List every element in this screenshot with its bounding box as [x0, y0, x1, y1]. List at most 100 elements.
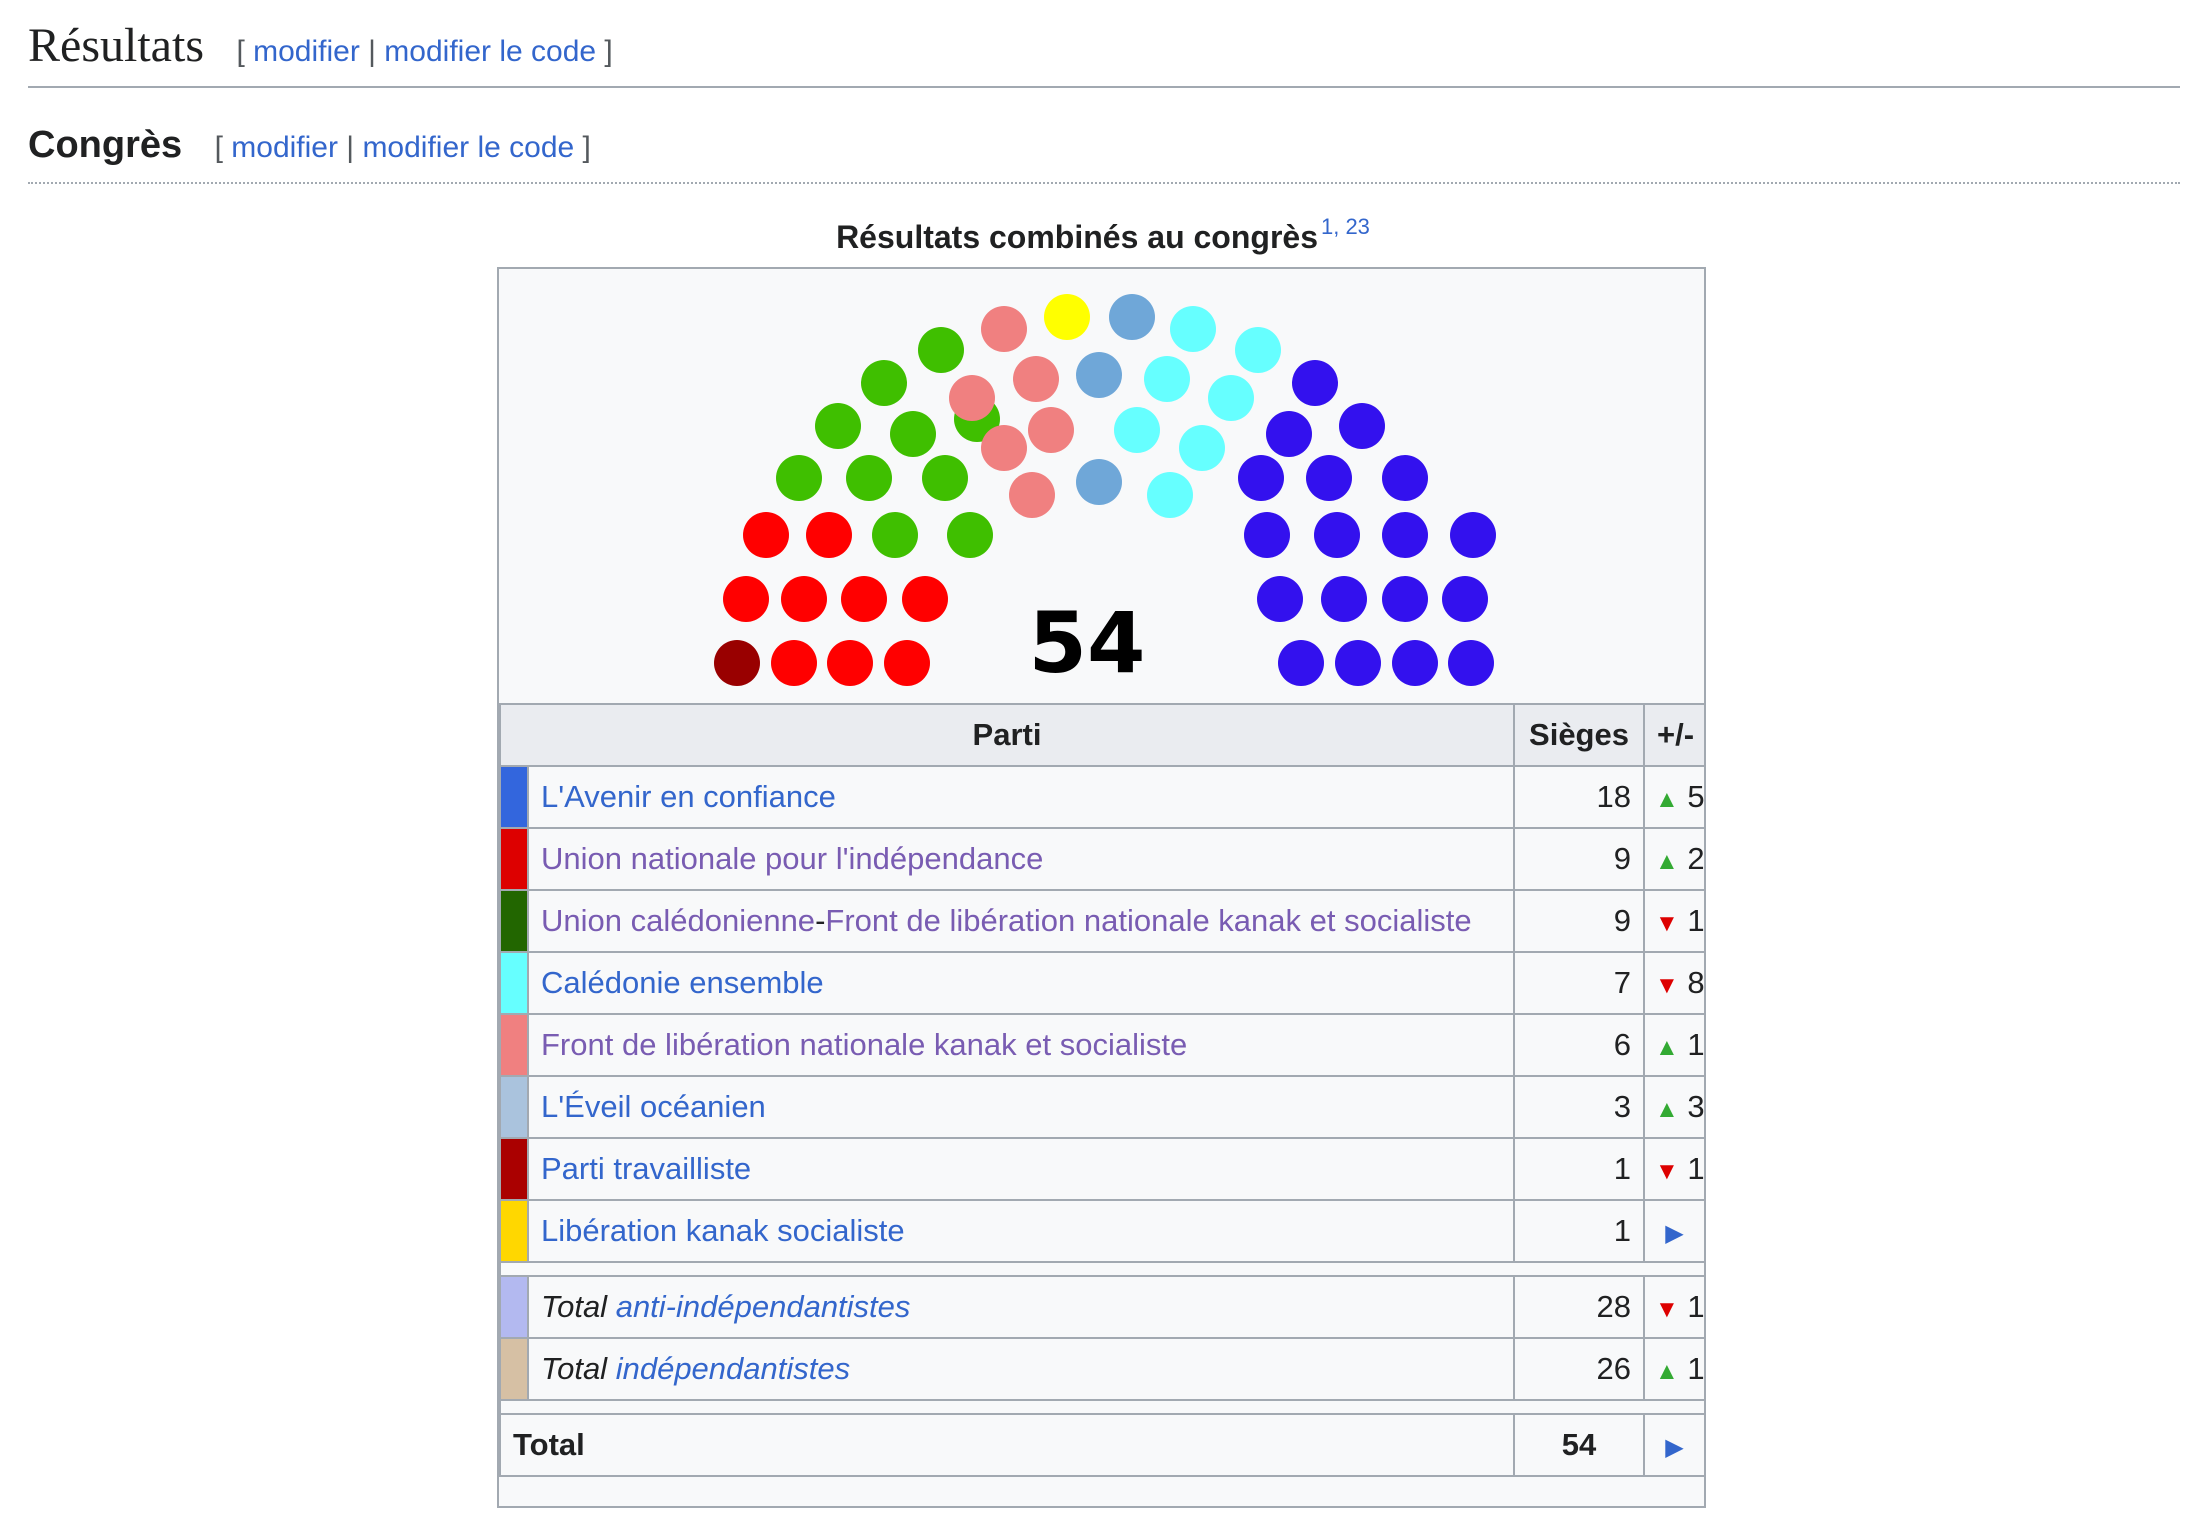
seat-dot: [1076, 459, 1122, 505]
change-cell: ▲ 2: [1643, 827, 1707, 891]
party-color-swatch: [499, 889, 529, 953]
party-color-swatch: [499, 1075, 529, 1139]
seat-dot: [872, 512, 918, 558]
caption-refs-link[interactable]: 1, 23: [1320, 214, 1370, 239]
party-link-uc[interactable]: Union calédonienne: [541, 903, 816, 938]
party-link[interactable]: L'Avenir en confiance: [541, 779, 836, 814]
section-edit-links: [ modifier | modifier le code ]: [236, 35, 613, 68]
seat-dot: [861, 360, 907, 406]
party-color-swatch: [499, 765, 529, 829]
bloc-link[interactable]: anti-indépendantistes: [615, 1289, 911, 1324]
seat-dot: [1009, 472, 1055, 518]
seat-dot: [1147, 472, 1193, 518]
party-color-swatch: [499, 1013, 529, 1077]
seat-dot: [723, 576, 769, 622]
subtotal-prefix: Total: [541, 1351, 608, 1386]
change-cell: ▼ 1: [1643, 1275, 1707, 1339]
party-color-swatch: [499, 1137, 529, 1201]
subtotal-row: Total indépendantistes 26 ▲ 1: [499, 1337, 1707, 1401]
change-cell: ▲ 1: [1643, 1013, 1707, 1077]
seat-dot: [918, 327, 964, 373]
hemicycle-total-label: 54: [1029, 594, 1146, 692]
total-change-cell: ▶: [1643, 1413, 1707, 1477]
change-cell: ▼ 8: [1643, 951, 1707, 1015]
party-link[interactable]: Front de libération nationale kanak et s…: [541, 1027, 1188, 1062]
seats-cell: 18: [1513, 765, 1646, 829]
seat-dot: [1266, 411, 1312, 457]
bloc-color-swatch: [499, 1275, 529, 1339]
seat-dot: [1179, 425, 1225, 471]
change-value: 5: [1687, 779, 1705, 814]
seats-cell: 1: [1513, 1137, 1646, 1201]
increase-arrow-icon: ▲: [1655, 1096, 1679, 1123]
party-link[interactable]: L'Éveil océanien: [541, 1089, 766, 1124]
seat-dot: [1382, 512, 1428, 558]
party-link[interactable]: Parti travailliste: [541, 1151, 752, 1186]
seat-dot: [1448, 640, 1494, 686]
change-value: 1: [1687, 1027, 1705, 1062]
subsection-edit-code-link[interactable]: modifier le code: [362, 131, 575, 164]
subtotal-name-cell: Total indépendantistes: [526, 1337, 1516, 1401]
seat-dot: [981, 425, 1027, 471]
seat-dot: [1044, 294, 1090, 340]
seat-dot: [1335, 640, 1381, 686]
seats-cell: 7: [1513, 951, 1646, 1015]
subtotal-name-cell: Total anti-indépendantistes: [526, 1275, 1516, 1339]
seat-dot: [841, 576, 887, 622]
seat-dot: [1450, 512, 1496, 558]
hemicycle-diagram: 54: [714, 294, 1496, 692]
party-name-separator: -: [815, 903, 826, 938]
section-title: Résultats: [28, 19, 204, 72]
decrease-arrow-icon: ▼: [1655, 910, 1679, 937]
section-edit-code-link[interactable]: modifier le code: [384, 35, 597, 68]
table-row: L'Avenir en confiance 18 ▲ 5: [499, 765, 1707, 829]
party-color-swatch: [499, 1199, 529, 1263]
table-row: Union calédonienne-Front de libération n…: [499, 889, 1707, 953]
seat-dot: [1257, 576, 1303, 622]
change-cell: ▶: [1643, 1199, 1707, 1263]
section-edit-link[interactable]: modifier: [253, 35, 360, 68]
seat-dot: [1382, 576, 1428, 622]
seat-dot: [1339, 403, 1385, 449]
decrease-arrow-icon: ▼: [1655, 1296, 1679, 1323]
decrease-arrow-icon: ▼: [1655, 1158, 1679, 1185]
seat-dot: [714, 640, 760, 686]
party-link[interactable]: Libération kanak socialiste: [541, 1213, 905, 1248]
total-label: Total: [498, 1413, 1516, 1477]
change-value: 3: [1687, 1089, 1705, 1124]
party-color-swatch: [499, 951, 529, 1015]
seat-dot: [1244, 512, 1290, 558]
header-party: Parti: [498, 703, 1516, 767]
party-link-flnks[interactable]: Front de libération nationale kanak et s…: [825, 903, 1472, 938]
header-seats: Sièges: [1513, 703, 1646, 767]
seat-dot: [846, 455, 892, 501]
subsection-edit-links: [ modifier | modifier le code ]: [214, 131, 591, 164]
party-name-cell: Union calédonienne-Front de libération n…: [526, 889, 1516, 953]
seat-dot: [981, 306, 1027, 352]
party-link[interactable]: Union nationale pour l'indépendance: [541, 841, 1044, 876]
seats-cell: 26: [1513, 1337, 1646, 1401]
increase-arrow-icon: ▲: [1655, 786, 1679, 813]
change-cell: ▲ 1: [1643, 1337, 1707, 1401]
change-value: 1: [1687, 903, 1705, 938]
bloc-link[interactable]: indépendantistes: [615, 1351, 851, 1386]
subsection-edit-link[interactable]: modifier: [231, 131, 338, 164]
table-row: Parti travailliste 1 ▼ 1: [499, 1137, 1707, 1201]
party-link[interactable]: Calédonie ensemble: [541, 965, 824, 1000]
increase-arrow-icon: ▲: [1655, 848, 1679, 875]
seat-dot: [815, 403, 861, 449]
seat-dot: [1109, 294, 1155, 340]
seats-cell: 1: [1513, 1199, 1646, 1263]
seat-dot: [781, 576, 827, 622]
seat-dot: [806, 512, 852, 558]
change-value: 1: [1687, 1351, 1705, 1386]
seats-cell: 9: [1513, 889, 1646, 953]
seat-dot: [902, 576, 948, 622]
seat-dot: [827, 640, 873, 686]
seat-dot: [1208, 375, 1254, 421]
increase-arrow-icon: ▲: [1655, 1358, 1679, 1385]
subtotal-prefix: Total: [541, 1289, 608, 1324]
seat-dot: [884, 640, 930, 686]
seat-dot: [771, 640, 817, 686]
